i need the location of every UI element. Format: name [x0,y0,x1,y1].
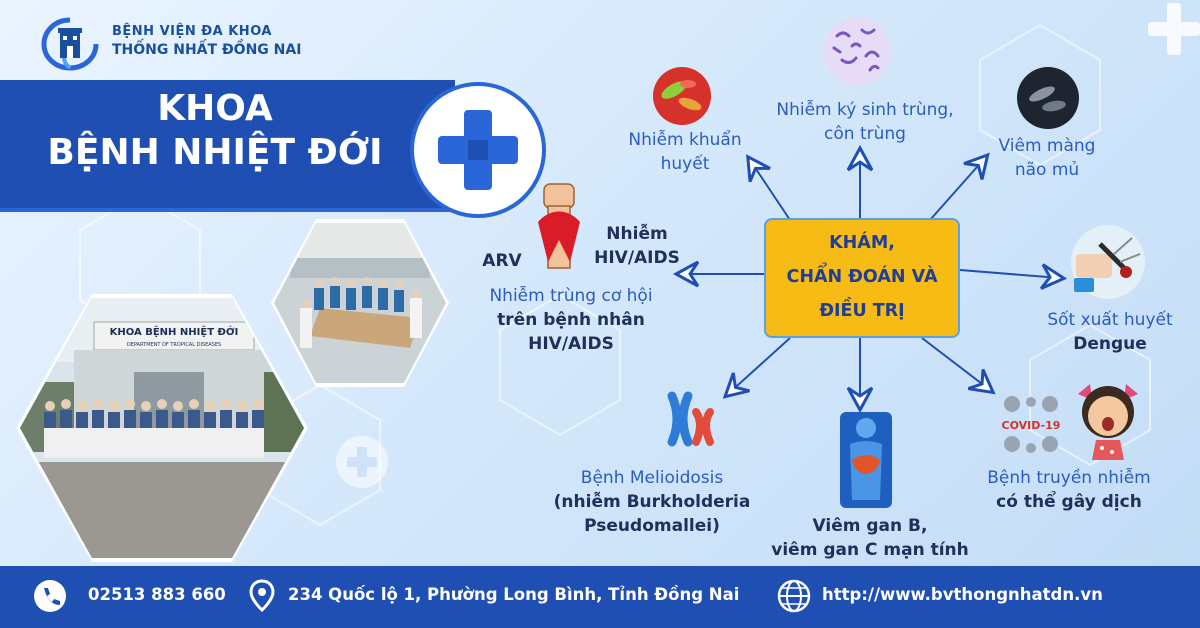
footer-phone[interactable]: 02513 883 660 [88,585,226,604]
meningitis-bacteria-icon [1017,67,1079,129]
label-hiv: Nhiễm HIV/AIDS [594,224,680,268]
title-line1: KHOA [157,88,273,129]
phone-icon [34,580,66,612]
hiv-ribbon-fist-icon [538,183,580,269]
hospital-name-line2: THỐNG NHẤT ĐỒNG NAI [112,42,302,58]
label-epidemic-disease: Bệnh truyền nhiễm có thể gây dịch [987,468,1151,512]
label-parasite: Nhiễm ký sinh trùng, côn trùng [776,100,954,144]
label-dengue: Sốt xuất huyết Dengue [1047,310,1173,354]
mosquito-icon [1071,225,1145,299]
liver-icon [840,412,892,508]
center-line3: ĐIỀU TRỊ [819,301,905,321]
label-hepatitis: Viêm gan B, viêm gan C mạn tính [771,516,969,560]
label-arv: ARV [482,251,522,271]
title-line2: BỆNH NHIỆT ĐỚI [47,132,383,173]
plus-badge [410,82,546,218]
footer-address: 234 Quốc lộ 1, Phường Long Bình, Tỉnh Đồ… [288,585,740,604]
footer-website-link[interactable]: http://www.bvthongnhatdn.vn [822,585,1103,604]
sick-child-icon [1078,384,1138,460]
label-opportunistic-infection: Nhiễm trùng cơ hội trên bệnh nhân HIV/AI… [489,286,653,354]
photo-sign-subtext: DEPARTMENT OF TROPICAL DISEASES [127,342,221,348]
covid-virus-icon: COVID-19 [1002,396,1061,453]
department-title: KHOA BỆNH NHIỆT ĐỚI [0,88,430,176]
title-banner [0,80,455,212]
medical-plus-icon [438,110,518,190]
chromosome-icon [653,385,721,453]
footer-bar [0,566,1200,628]
department-building-photo: KHOA BỆNH NHIỆT ĐỚI DEPARTMENT OF TROPIC… [16,294,308,562]
center-line2: CHẨN ĐOÁN VÀ [786,267,938,287]
covid-text: COVID-19 [1002,419,1061,432]
label-melioidosis: Bệnh Melioidosis (nhiễm Burkholderia Pse… [553,468,751,536]
bacteria-icon [653,67,711,125]
staff-meeting-photo [271,219,449,387]
hospital-name: BỆNH VIỆN ĐA KHOA THỐNG NHẤT ĐỒNG NAI [112,24,301,58]
label-meningitis: Viêm màng não mủ [998,136,1096,180]
center-label: KHÁM, CHẨN ĐOÁN VÀ ĐIỀU TRỊ [764,226,960,328]
center-line1: KHÁM, [829,233,895,253]
center-box [764,218,960,338]
location-pin-icon [249,579,275,613]
parasite-icon [823,17,891,85]
hospital-name-line1: BỆNH VIỆN ĐA KHOA [112,24,272,39]
label-bacteremia: Nhiễm khuẩn huyết [628,130,742,174]
globe-icon [777,579,811,613]
hospital-logo-icon [41,17,99,71]
photo-sign-text: KHOA BỆNH NHIỆT ĐỚI [110,325,239,338]
